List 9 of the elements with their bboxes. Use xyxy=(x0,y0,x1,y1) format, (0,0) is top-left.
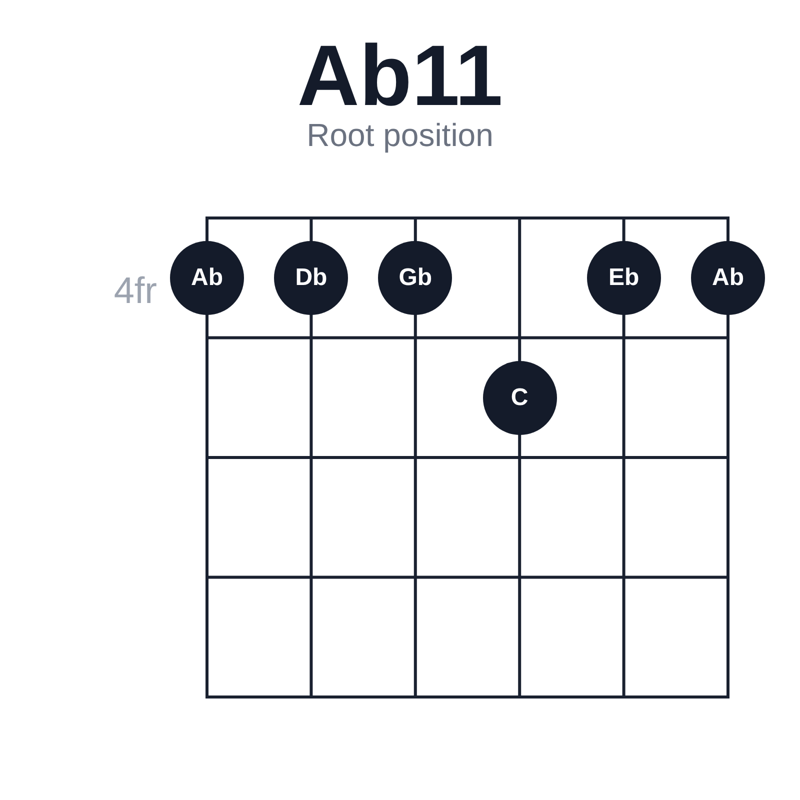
note-dot: Ab xyxy=(691,240,765,315)
note-dot: Eb xyxy=(586,240,661,315)
note-dot: Db xyxy=(274,240,348,315)
note-dot: Ab xyxy=(170,240,244,315)
chord-title: Ab11 xyxy=(297,33,503,119)
subtitle: Root position xyxy=(306,119,494,151)
fret-number: 4fr xyxy=(114,272,157,309)
note-dot: Gb xyxy=(378,240,452,315)
note-dot: C xyxy=(482,360,557,435)
